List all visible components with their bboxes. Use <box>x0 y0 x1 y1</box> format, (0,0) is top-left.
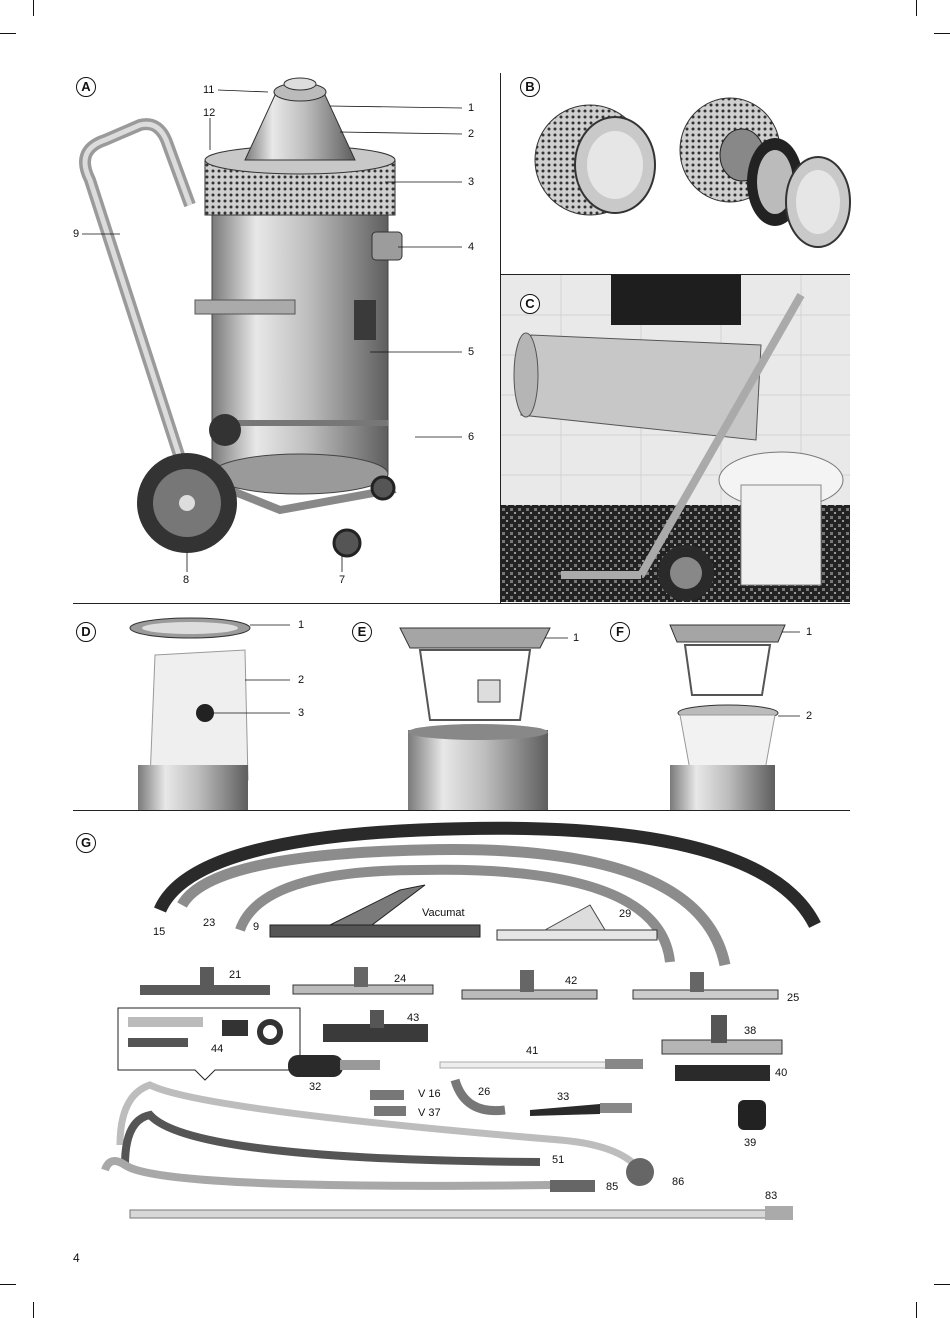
callout-label: 1 <box>468 103 474 114</box>
callout-label: 2 <box>298 675 304 686</box>
section-badge-f: F <box>610 622 630 642</box>
callout-label: 5 <box>468 347 474 358</box>
callout-label: 38 <box>744 1026 756 1037</box>
callout-label: 44 <box>211 1044 223 1055</box>
callout-label: 39 <box>744 1138 756 1149</box>
callout-label: 51 <box>552 1155 564 1166</box>
section-badge-e: E <box>352 622 372 642</box>
callout-label: 9 <box>253 922 259 933</box>
emptying-photo <box>501 275 850 602</box>
callout-label: 24 <box>394 974 406 985</box>
page-number: 4 <box>73 1253 80 1264</box>
callout-label: 32 <box>309 1082 321 1093</box>
callout-label: V 16 <box>418 1089 441 1100</box>
callout-label: 40 <box>775 1068 787 1079</box>
callout-label: 2 <box>806 711 812 722</box>
callout-label: 86 <box>672 1177 684 1188</box>
section-badge-g: G <box>76 833 96 853</box>
callout-label: 29 <box>619 909 631 920</box>
callout-label: 1 <box>298 620 304 631</box>
callout-label: 33 <box>557 1092 569 1103</box>
callout-label: 21 <box>229 970 241 981</box>
crop-mark <box>916 1302 917 1318</box>
crop-mark <box>934 1284 950 1285</box>
callout-label: 7 <box>339 575 345 586</box>
callout-label: 6 <box>468 432 474 443</box>
callout-label: 1 <box>806 627 812 638</box>
callout-label: V 37 <box>418 1108 441 1119</box>
callout-label: 42 <box>565 976 577 987</box>
callout-label: 3 <box>298 708 304 719</box>
panel-divider-horizontal <box>73 810 850 811</box>
crop-mark <box>0 33 16 34</box>
callout-label: 15 <box>153 927 165 938</box>
callout-label: Vacumat <box>422 908 465 919</box>
callout-label: 41 <box>526 1046 538 1057</box>
crop-mark <box>916 0 917 16</box>
section-badge-c: C <box>520 294 540 314</box>
section-badge-b: B <box>520 77 540 97</box>
crop-mark <box>33 1302 34 1318</box>
callout-label: 8 <box>183 575 189 586</box>
section-badge-d: D <box>76 622 96 642</box>
callout-label: 1 <box>573 633 579 644</box>
callout-label: 43 <box>407 1013 419 1024</box>
panel-divider-horizontal <box>73 603 850 604</box>
callout-label: 11 <box>203 85 214 96</box>
callout-label: 25 <box>787 993 799 1004</box>
callout-label: 83 <box>765 1191 777 1202</box>
callout-label: 23 <box>203 918 215 929</box>
crop-mark <box>0 1284 16 1285</box>
callout-label: 85 <box>606 1182 618 1193</box>
callout-label: 3 <box>468 177 474 188</box>
callout-label: 9 <box>73 229 79 240</box>
callout-label: 2 <box>468 129 474 140</box>
crop-mark <box>33 0 34 16</box>
callout-label: 4 <box>468 242 474 253</box>
crop-mark <box>934 33 950 34</box>
section-badge-a: A <box>76 77 96 97</box>
callout-label: 26 <box>478 1087 490 1098</box>
callout-label: 12 <box>203 108 215 119</box>
